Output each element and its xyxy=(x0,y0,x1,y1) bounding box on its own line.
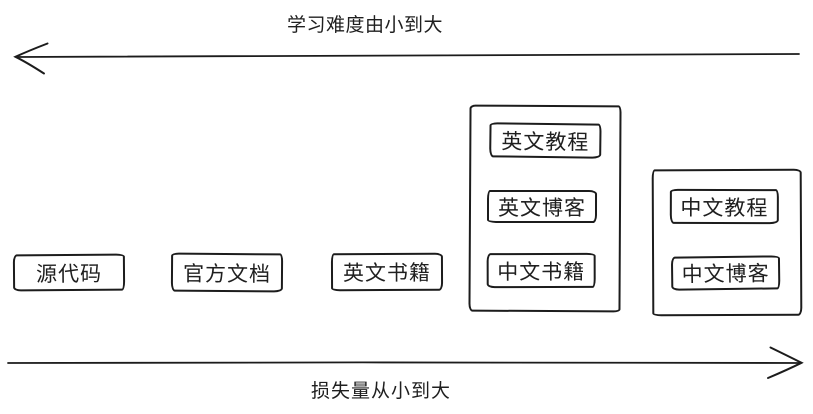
top-axis-label: 学习难度由小到大 xyxy=(286,15,444,36)
bottom-axis-label: 损失量从小到大 xyxy=(310,381,452,402)
node-chinese-blogs: 中文博客 xyxy=(670,255,781,291)
node-english-books: 英文书籍 xyxy=(330,252,444,292)
node-chinese-tutorials: 中文教程 xyxy=(669,188,779,225)
node-source-code-label: 源代码 xyxy=(35,262,103,286)
node-chinese-books-label: 中文书籍 xyxy=(497,260,586,284)
node-chinese-books: 中文书籍 xyxy=(486,252,596,289)
top-axis-arrow-left xyxy=(13,42,800,75)
node-english-tutorials: 英文教程 xyxy=(489,122,602,159)
node-source-code: 源代码 xyxy=(12,253,126,292)
node-chinese-tutorials-label: 中文教程 xyxy=(680,196,769,220)
bottom-axis-arrow-right xyxy=(7,346,804,379)
node-english-tutorials-label: 英文教程 xyxy=(501,129,590,155)
group-chinese-resources: 中文教程 中文博客 xyxy=(651,168,803,317)
node-english-blogs-label: 英文博客 xyxy=(497,196,587,220)
node-english-blogs: 英文博客 xyxy=(486,189,598,224)
group-english-resources: 英文教程 英文博客 中文书籍 xyxy=(468,104,622,313)
node-english-books-label: 英文书籍 xyxy=(342,261,432,286)
node-official-docs: 官方文档 xyxy=(170,252,284,293)
node-chinese-blogs-label: 中文博客 xyxy=(681,262,770,287)
node-official-docs-label: 官方文档 xyxy=(182,262,272,286)
